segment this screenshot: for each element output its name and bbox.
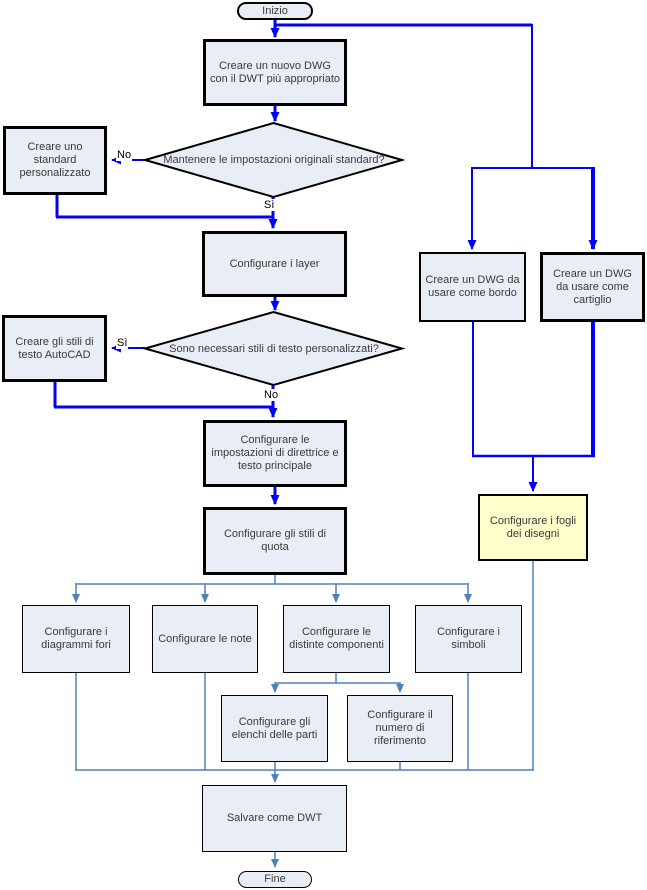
- step-create-autocad-text-styles: Creare gli stili di testo AutoCAD: [2, 315, 107, 382]
- step-configure-boms: Configurare le distinte componenti: [283, 605, 390, 673]
- step-save-as-dwt: Salvare come DWT: [202, 785, 347, 852]
- step-configure-dimension-styles: Configurare gli stili di quota: [203, 507, 347, 575]
- branch-label-yes-2: Sì: [116, 337, 129, 349]
- step-create-new-dwg: Creare un nuovo DWG con il DWT più appro…: [203, 39, 347, 106]
- step-create-titleblock-dwg: Creare un DWG da usare come cartiglio: [540, 252, 645, 322]
- decision-custom-text-styles: Sono necessari stili di testo personaliz…: [169, 342, 379, 355]
- start-terminator: Inizio: [237, 2, 313, 20]
- step-create-border-dwg: Creare un DWG da usare come bordo: [419, 252, 526, 322]
- step-configure-symbols: Configurare i simboli: [415, 605, 522, 673]
- decision-keep-standard-settings: Mantenere le impostazioni originali stan…: [163, 153, 385, 166]
- step-configure-drawing-sheets: Configurare i fogli dei disegni: [478, 494, 588, 561]
- branch-label-no-2: No: [263, 389, 280, 401]
- branch-label-no-1: No: [116, 149, 133, 161]
- step-create-custom-standard: Creare uno standard personalizzato: [3, 126, 107, 195]
- step-configure-layers: Configurare i layer: [202, 231, 347, 297]
- step-configure-hole-charts: Configurare i diagrammi fori: [22, 605, 130, 673]
- step-configure-reference-number: Configurare il numero di riferimento: [347, 695, 453, 762]
- step-configure-notes: Configurare le note: [152, 605, 258, 673]
- step-configure-leader-text: Configurare le impostazioni di direttric…: [203, 420, 347, 487]
- branch-label-yes-1: Sì: [263, 199, 276, 211]
- end-terminator: Fine: [238, 871, 312, 888]
- step-configure-parts-lists: Configurare gli elenchi delle parti: [221, 695, 328, 762]
